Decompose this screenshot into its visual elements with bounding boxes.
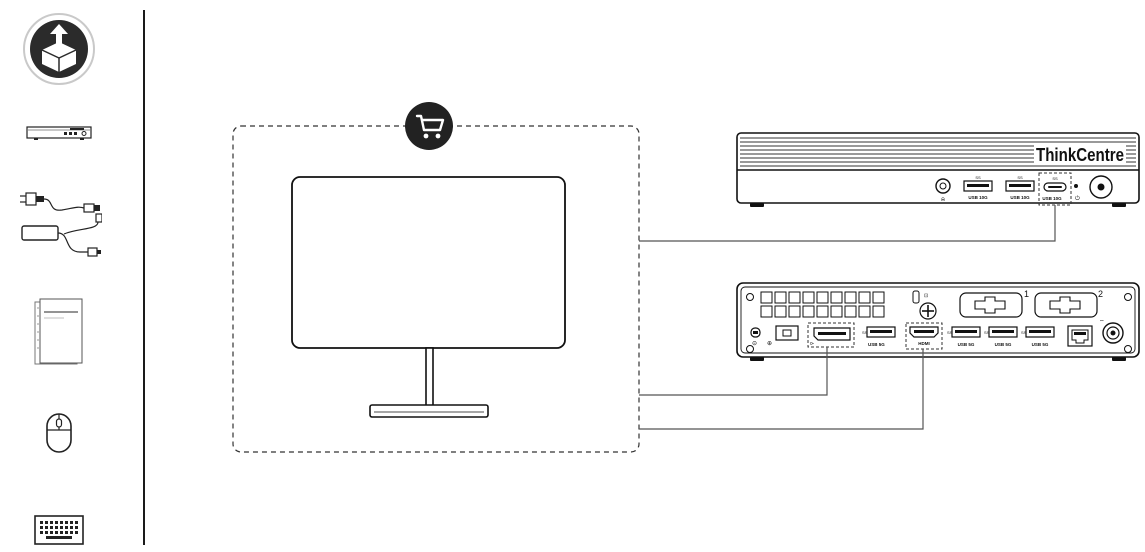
front-usb-a-2-label: USB 10G: [1010, 195, 1030, 200]
connection-lines: [639, 205, 1056, 430]
expansion-slot-2: 2: [1034, 289, 1103, 318]
keyboard-icon: [34, 515, 84, 545]
svg-text:⊳: ⊳: [810, 341, 814, 347]
rear-antenna-connector: ⌔: [1099, 320, 1124, 344]
hdmi-connection-line: [639, 349, 924, 430]
slot-2-number: 2: [1098, 289, 1103, 299]
rear-usb-5g-3: SS USB 5G: [984, 326, 1018, 347]
rear-usb-5g-1: SS USB 5G: [862, 326, 896, 347]
svg-text:SS: SS: [1021, 330, 1027, 335]
rear-screw: [919, 302, 937, 320]
unbox-item[interactable]: [22, 12, 96, 86]
front-usb-a-2-ss: SS: [1017, 175, 1023, 180]
unbox-icon: [23, 13, 95, 85]
power-button: [1089, 175, 1113, 199]
slot-1-number: 1: [1024, 289, 1029, 299]
rear-usb-5g-2-label: USB 5G: [958, 342, 975, 347]
svg-text:⊕: ⊕: [767, 341, 772, 347]
rear-power-connector: ⊕: [767, 325, 799, 347]
documents-icon: [34, 298, 83, 365]
mouse-icon: [46, 413, 72, 453]
front-usb-a-1: SS USB 10G: [963, 175, 993, 200]
rear-usb-5g-2: SS USB 5G: [947, 326, 981, 347]
svg-text:SS: SS: [947, 330, 953, 335]
monitor-dashed-frame: [232, 125, 640, 453]
power-adapter-icon: [20, 192, 103, 257]
rear-ethernet-port: [1067, 325, 1093, 347]
rear-hdmi-port[interactable]: HDMI: [905, 322, 943, 350]
audio-jack: ⍾: [935, 178, 951, 203]
expansion-slot-1: 1: [959, 289, 1029, 318]
power-adapter-item[interactable]: [18, 186, 103, 264]
displayport-connection-line: [639, 347, 828, 396]
front-usb-c-label: USB 10G: [1042, 196, 1062, 201]
svg-text:⌔: ⌔: [1099, 320, 1105, 326]
pc-rear-panel: ⊡ 1 2 ⊝ ⊕ ⊳: [736, 282, 1140, 361]
monitor-group[interactable]: [232, 102, 640, 453]
mini-pc-icon: [26, 126, 92, 140]
pc-front-panel: ThinkCentre ⍾ SS USB 10G SS USB 10G SS U…: [736, 132, 1140, 207]
sidebar-divider: [143, 10, 145, 545]
brand-logo-text: ThinkCentre: [1036, 145, 1124, 165]
rear-displayport[interactable]: ⊳: [807, 322, 855, 348]
rear-usb-5g-3-label: USB 5G: [995, 342, 1012, 347]
front-usb-c-ss: SS: [1052, 176, 1058, 181]
usb-c-connection-line: [639, 205, 1056, 242]
documents-item[interactable]: [34, 298, 84, 368]
keyboard-item[interactable]: [34, 515, 84, 545]
cart-icon[interactable]: [405, 102, 453, 150]
rear-usb-5g-4: SS USB 5G: [1021, 326, 1055, 347]
rear-usb-5g-1-label: USB 5G: [868, 342, 885, 347]
mouse-item[interactable]: [45, 412, 73, 454]
svg-text:⊝: ⊝: [752, 341, 757, 347]
mini-pc-item[interactable]: [26, 124, 92, 142]
front-usb-a-1-ss: SS: [975, 175, 981, 180]
svg-text:⍾: ⍾: [941, 197, 945, 203]
svg-text:⊡: ⊡: [924, 293, 928, 299]
monitor: [291, 176, 566, 418]
svg-text:SS: SS: [984, 330, 990, 335]
rear-lock-slot: ⊝: [750, 327, 761, 347]
accessory-sidebar: [0, 0, 145, 552]
rear-usb-5g-4-label: USB 5G: [1032, 342, 1049, 347]
front-usb-a-1-label: USB 10G: [968, 195, 988, 200]
rear-hdmi-label: HDMI: [918, 341, 930, 346]
svg-text:⏻: ⏻: [1075, 195, 1080, 202]
svg-text:SS: SS: [862, 330, 868, 335]
front-usb-a-2: SS USB 10G: [1005, 175, 1035, 200]
